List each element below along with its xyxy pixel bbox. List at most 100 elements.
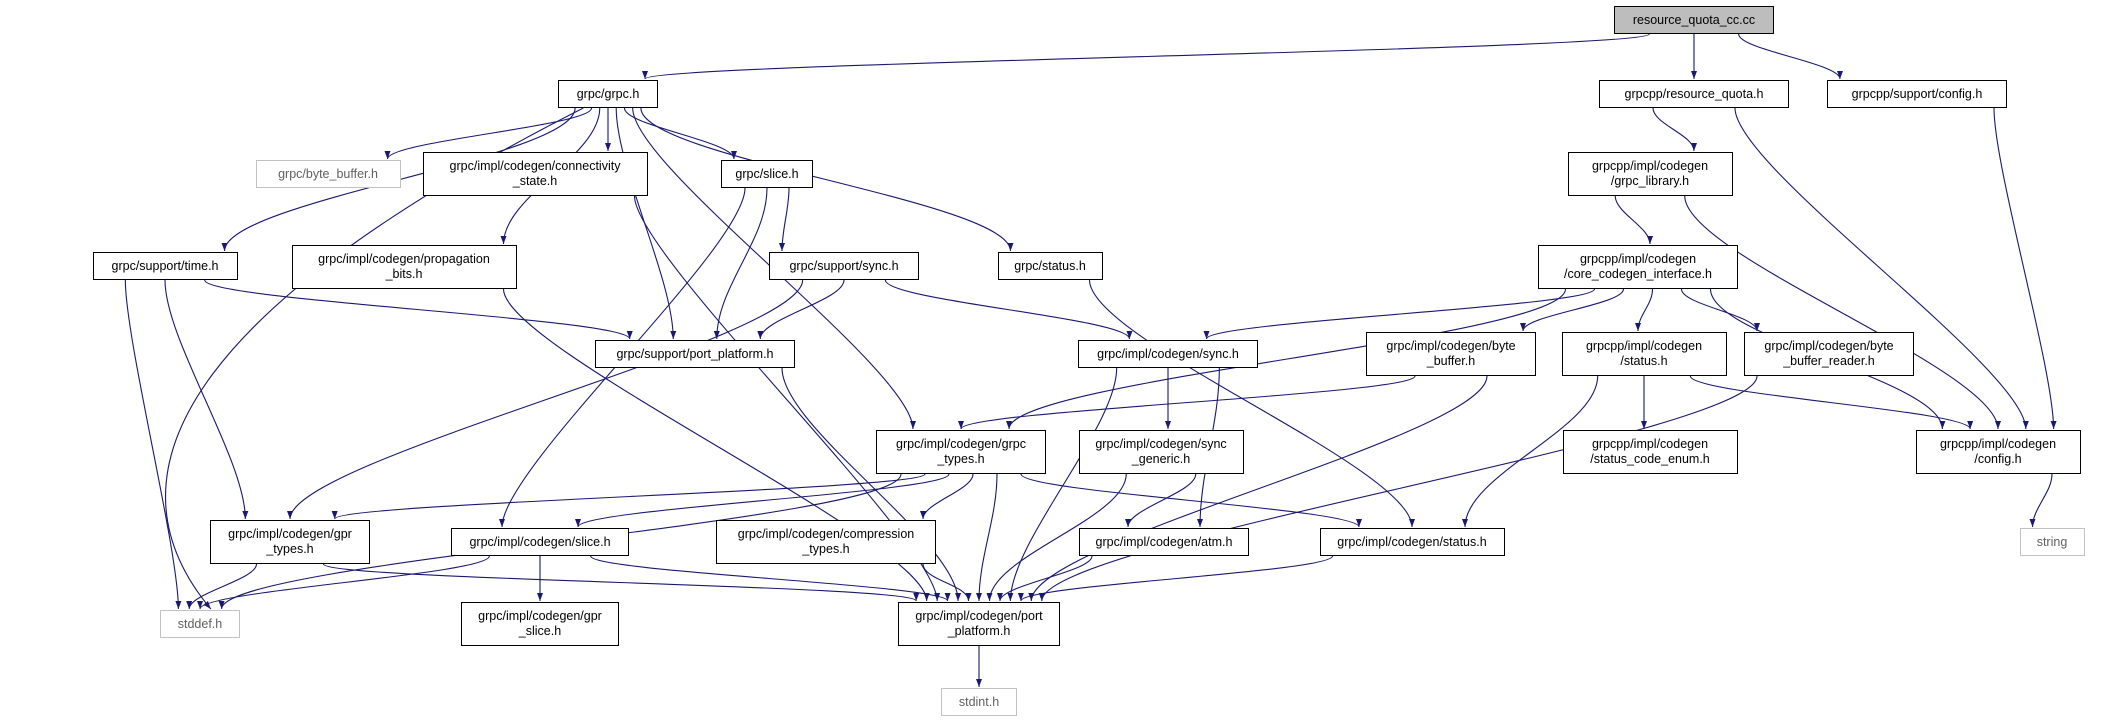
node-rq-h[interactable]: grpcpp/resource_quota.h xyxy=(1599,80,1789,108)
include-edge-time_h-to-stddef xyxy=(124,279,182,610)
node-propagation[interactable]: grpc/impl/codegen/propagation _bits.h xyxy=(291,245,517,289)
node-label: grpc/grpc.h xyxy=(576,86,640,101)
include-edge-compression-to-port_platform_cg xyxy=(922,563,972,602)
node-label: grpc/impl/codegen/byte _buffer_reader.h xyxy=(1764,339,1894,368)
node-label: grpc/impl/codegen/sync _generic.h xyxy=(1095,437,1227,466)
include-edge-core_codegen-to-bb_reader xyxy=(1680,288,1760,332)
node-status-code-enum[interactable]: grpcpp/impl/codegen /status_code_enum.h xyxy=(1562,430,1738,474)
node-label: grpc/impl/codegen/gpr _types.h xyxy=(228,527,352,556)
node-bb-reader[interactable]: grpc/impl/codegen/byte _buffer_reader.h xyxy=(1744,332,1914,376)
node-gpr-slice[interactable]: grpc/impl/codegen/gpr _slice.h xyxy=(461,602,619,646)
include-edge-sync_pub-to-port_platform_pub xyxy=(757,279,845,340)
include-edge-grpc_types-to-gpr_types xyxy=(331,473,926,520)
node-label: grpc/support/sync.h xyxy=(789,258,899,273)
node-byte-buffer-pub: grpc/byte_buffer.h xyxy=(255,160,401,188)
include-edge-grpc_h-to-status_pub xyxy=(640,107,1014,252)
include-edge-grpc_types-to-slice_cg xyxy=(575,473,950,528)
node-grpc-library[interactable]: grpcpp/impl/codegen /grpc_library.h xyxy=(1567,152,1733,196)
include-edge-status_pub-to-status_cg xyxy=(1088,279,1415,528)
include-edge-slice_cg-to-port_platform_cg xyxy=(590,555,951,602)
node-label: grpcpp/impl/codegen /grpc_library.h xyxy=(1591,159,1709,188)
include-edge-grpc_h-to-slice_pub xyxy=(623,107,737,160)
node-status-pub[interactable]: grpc/status.h xyxy=(997,252,1103,280)
node-grpc-types[interactable]: grpc/impl/codegen/grpc _types.h xyxy=(876,430,1046,474)
node-label: grpc/impl/codegen/propagation _bits.h xyxy=(318,252,490,281)
node-connectivity[interactable]: grpc/impl/codegen/connectivity _state.h xyxy=(422,152,648,196)
include-edge-core_codegen-to-byte_buffer_cg xyxy=(1520,288,1625,332)
node-compression[interactable]: grpc/impl/codegen/compression _types.h xyxy=(716,520,936,564)
node-time-h[interactable]: grpc/support/time.h xyxy=(92,252,238,280)
include-edge-grpc_library-to-config_cpp xyxy=(1684,195,2001,430)
include-edge-status_cpp-to-status_cg xyxy=(1462,375,1599,528)
node-byte-buffer-cg[interactable]: grpc/impl/codegen/byte _buffer.h xyxy=(1366,332,1536,376)
node-slice-pub[interactable]: grpc/slice.h xyxy=(721,160,813,188)
node-label: grpc/impl/codegen/port _platform.h xyxy=(915,609,1043,638)
include-edge-sync_pub-to-sync_cg xyxy=(884,279,1133,340)
include-edge-grpc_library-to-core_codegen xyxy=(1614,195,1653,245)
include-edge-port_platform_pub-to-port_platform_cg xyxy=(781,367,962,602)
include-edge-byte_buffer_cg-to-port_platform_cg xyxy=(1028,375,1488,602)
include-edge-sync_generic-to-port_platform_cg xyxy=(986,473,1127,602)
node-label: grpcpp/impl/codegen /status.h xyxy=(1585,339,1703,368)
node-slice-cg[interactable]: grpc/impl/codegen/slice.h xyxy=(451,528,629,556)
node-label: grpc/impl/codegen/status.h xyxy=(1337,534,1487,549)
node-label: resource_quota_cc.cc xyxy=(1632,12,1756,27)
node-string: string xyxy=(2019,528,2085,556)
include-edge-bb_reader-to-port_platform_cg xyxy=(1038,375,1758,602)
node-label: grpc/impl/codegen/byte _buffer.h xyxy=(1386,339,1516,368)
include-edge-gpr_types-to-stddef xyxy=(186,563,258,610)
include-edge-core_codegen-to-sync_cg xyxy=(1203,288,1596,340)
node-label: grpc/status.h xyxy=(1014,258,1086,273)
include-edge-byte_buffer_cg-to-grpc_types xyxy=(958,375,1416,430)
include-edge-grpc_types-to-status_cg xyxy=(1020,473,1362,528)
node-label: grpc/impl/codegen/compression _types.h xyxy=(737,527,915,556)
node-label: grpc/support/time.h xyxy=(111,258,219,273)
node-status-cpp[interactable]: grpcpp/impl/codegen /status.h xyxy=(1561,332,1727,376)
include-edge-slice_cg-to-stddef xyxy=(197,555,490,610)
include-edge-core_codegen-to-grpc_types xyxy=(1006,288,1567,430)
include-edge-core_codegen-to-status_cpp xyxy=(1635,288,1654,332)
node-label: grpcpp/support/config.h xyxy=(1851,86,1983,101)
node-port-platform-pub[interactable]: grpc/support/port_platform.h xyxy=(595,340,795,368)
node-sync-cg[interactable]: grpc/impl/codegen/sync.h xyxy=(1078,340,1258,368)
node-stdint: stdint.h xyxy=(941,688,1017,716)
include-edge-resource_quota_cc-to-support_config xyxy=(1738,33,1843,80)
node-label: grpc/impl/codegen/atm.h xyxy=(1095,534,1233,549)
node-label: grpc/slice.h xyxy=(735,166,799,181)
include-edge-status_cpp-to-config_cpp xyxy=(1689,375,1974,430)
node-gpr-types[interactable]: grpc/impl/codegen/gpr _types.h xyxy=(210,520,370,564)
node-label: grpcpp/impl/codegen /config.h xyxy=(1939,437,2057,466)
node-label: grpc/impl/codegen/sync.h xyxy=(1097,346,1239,361)
node-atm[interactable]: grpc/impl/codegen/atm.h xyxy=(1079,528,1249,556)
node-label: stdint.h xyxy=(958,694,1000,709)
node-config-cpp[interactable]: grpcpp/impl/codegen /config.h xyxy=(1915,430,2081,474)
include-edge-grpc_types-to-port_platform_cg xyxy=(976,473,998,602)
include-edge-time_h-to-port_platform_pub xyxy=(204,279,633,340)
node-label: stddef.h xyxy=(177,616,223,631)
include-edge-rq_h-to-grpc_library xyxy=(1652,107,1697,152)
include-edge-slice_pub-to-port_platform_pub xyxy=(713,187,768,340)
include-edge-config_cpp-to-string xyxy=(2029,473,2053,528)
node-label: grpcpp/resource_quota.h xyxy=(1624,86,1764,101)
include-edge-rq_h-to-config_cpp xyxy=(1734,107,2029,430)
include-edge-support_config-to-config_cpp xyxy=(1993,107,2057,430)
node-label: grpcpp/impl/codegen /core_codegen_interf… xyxy=(1563,252,1713,281)
node-sync-generic[interactable]: grpc/impl/codegen/sync _generic.h xyxy=(1078,430,1244,474)
include-edge-sync_pub-to-gpr_types xyxy=(287,279,804,520)
node-label: grpc/impl/codegen/grpc _types.h xyxy=(896,437,1026,466)
node-core-codegen[interactable]: grpcpp/impl/codegen /core_codegen_interf… xyxy=(1538,245,1738,289)
node-port-platform-cg[interactable]: grpc/impl/codegen/port _platform.h xyxy=(898,602,1060,646)
include-edge-atm-to-port_platform_cg xyxy=(996,555,1093,602)
node-label: grpc/impl/codegen/connectivity _state.h xyxy=(449,159,621,188)
node-sync-pub[interactable]: grpc/support/sync.h xyxy=(769,252,919,280)
node-grpc-h[interactable]: grpc/grpc.h xyxy=(558,80,658,108)
node-label: grpc/support/port_platform.h xyxy=(616,346,774,361)
include-edge-grpc_types-to-compression xyxy=(920,473,974,520)
include-edge-time_h-to-gpr_types xyxy=(164,279,249,520)
node-status-cg[interactable]: grpc/impl/codegen/status.h xyxy=(1319,528,1505,556)
include-edge-sync_cg-to-port_platform_cg xyxy=(1007,367,1118,602)
node-support-config[interactable]: grpcpp/support/config.h xyxy=(1827,80,2007,108)
node-label: grpc/byte_buffer.h xyxy=(278,166,378,181)
node-label: grpc/impl/codegen/slice.h xyxy=(469,534,611,549)
node-label: grpcpp/impl/codegen /status_code_enum.h xyxy=(1590,437,1710,466)
